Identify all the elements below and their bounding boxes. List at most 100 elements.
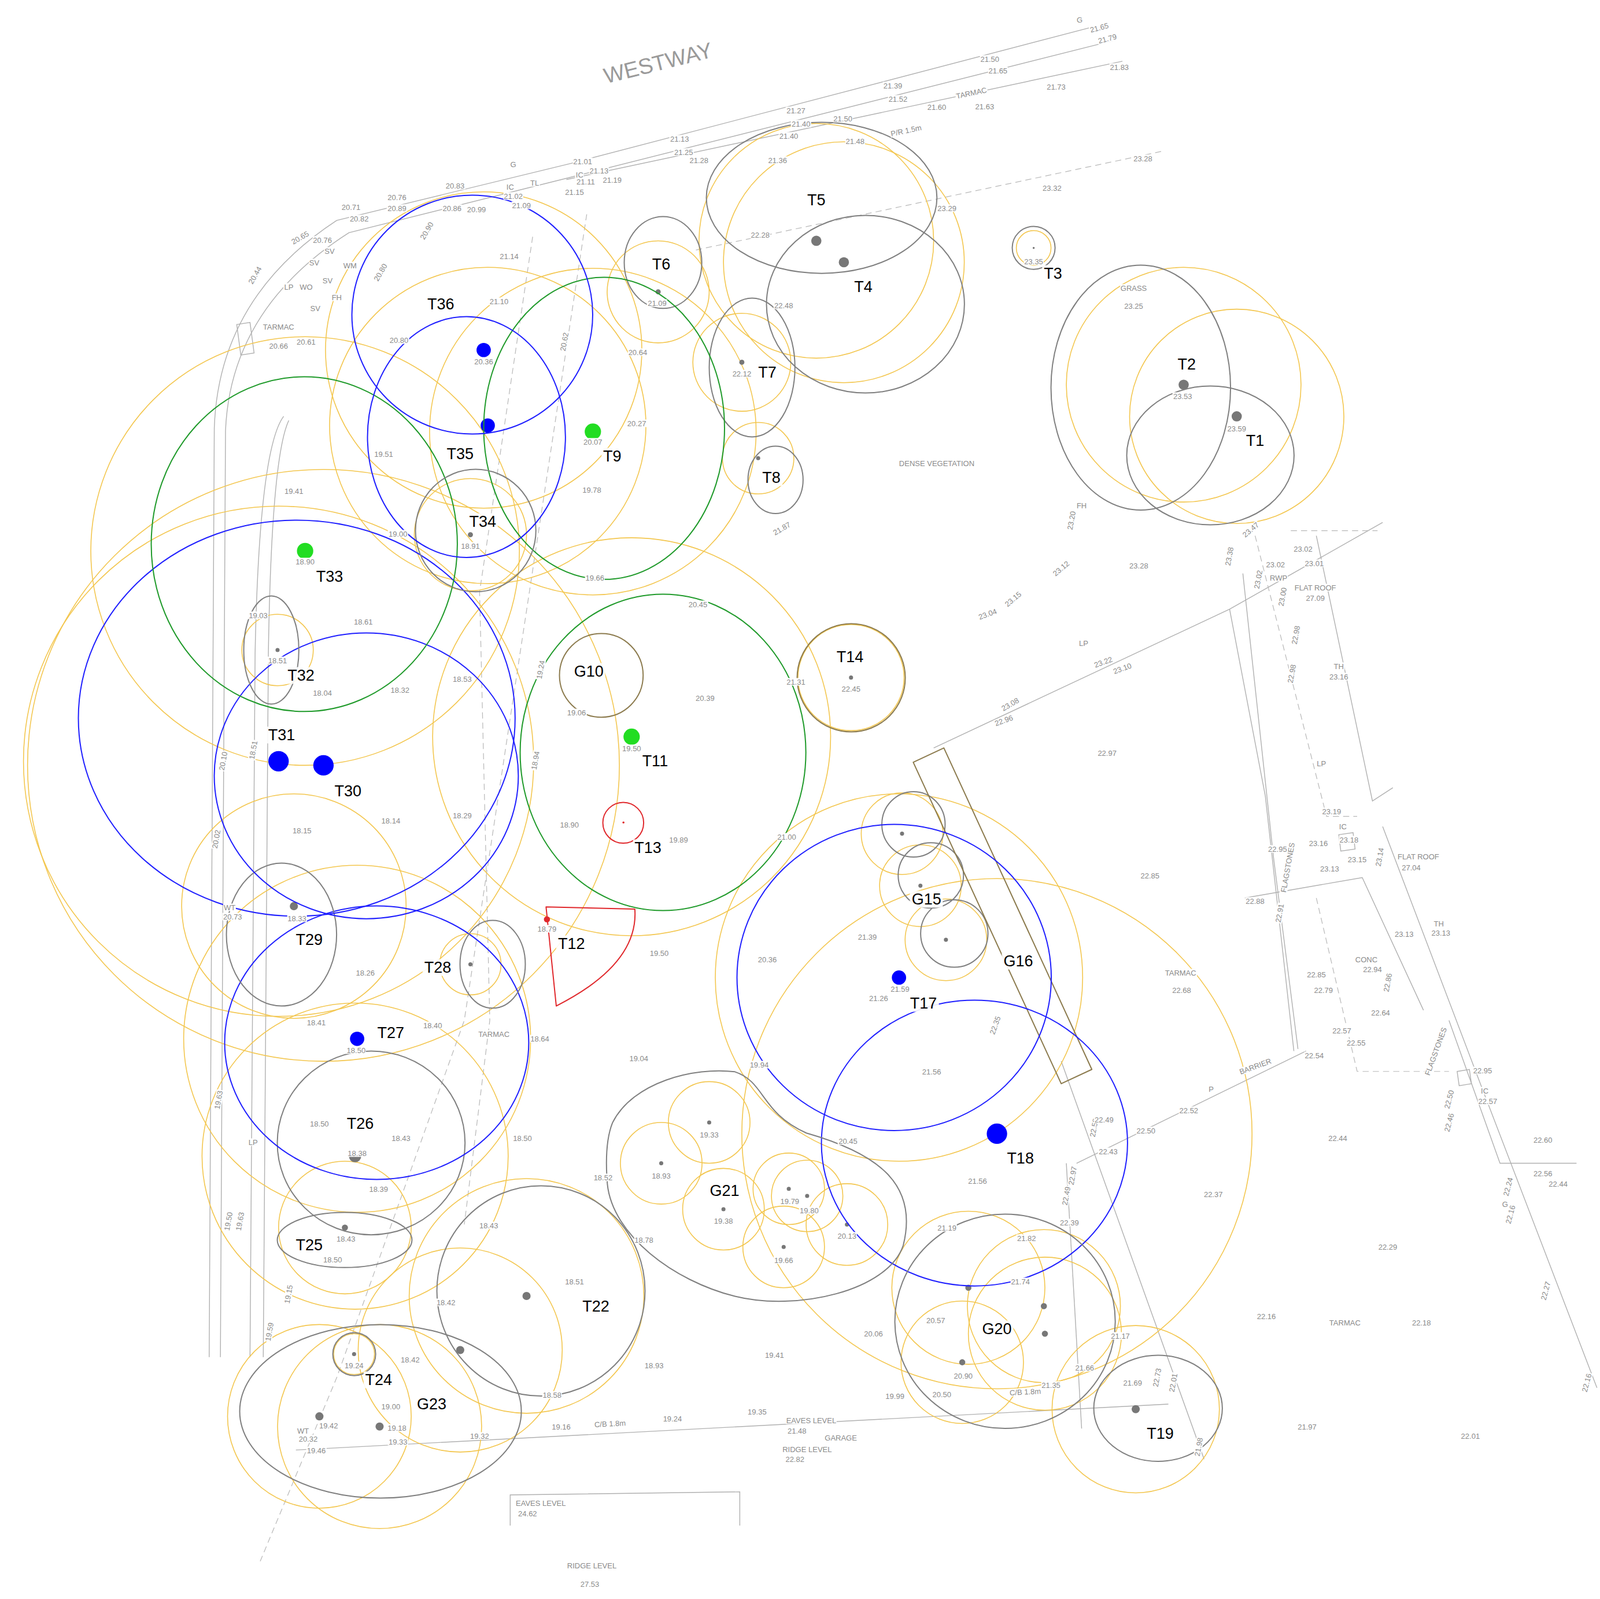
canopy-outline	[78, 520, 516, 917]
tree-label: T32	[285, 667, 317, 685]
spot-height: TH	[1333, 662, 1345, 671]
spot-height: 21.19	[602, 175, 623, 184]
spot-height: 19.41	[283, 486, 305, 495]
trunk-dot	[1131, 1405, 1140, 1414]
spot-height: 22.01	[1168, 1372, 1180, 1393]
tree-label: T35	[445, 445, 476, 463]
spot-height: 22.94	[1362, 965, 1383, 974]
spot-height: 18.42	[400, 1355, 421, 1363]
tree-label: T25	[293, 1236, 325, 1254]
spot-height: 20.50	[932, 1390, 953, 1398]
spot-height: 21.36	[767, 156, 788, 165]
spot-height: 23.35	[1023, 257, 1044, 265]
tree-canopy: T1	[1124, 383, 1296, 527]
spot-height: 20.39	[695, 694, 716, 702]
spot-height: 19.50	[223, 1210, 235, 1232]
spot-height: 22.64	[1370, 1008, 1391, 1016]
spot-height: P/R 1.5m	[889, 123, 923, 138]
spot-height: 20.57	[925, 1316, 947, 1325]
canopy-outline	[747, 445, 803, 513]
spot-height: 21.79	[1096, 32, 1118, 45]
spot-height: 23.16	[1308, 839, 1329, 847]
tree-label: T36	[425, 295, 457, 313]
spot-height: 20.32	[298, 1435, 319, 1443]
spot-height: 23.00	[1277, 586, 1289, 608]
trunk-dot	[739, 359, 745, 365]
spot-height: 22.24	[1501, 1176, 1514, 1198]
root-protection-circle	[409, 1178, 645, 1414]
spot-height: 18.33	[286, 914, 308, 923]
spot-height: 18.58	[541, 1391, 563, 1399]
spot-height: LP	[1316, 759, 1327, 767]
tree-label: T22	[580, 1297, 612, 1315]
spot-height: 21.26	[868, 994, 889, 1002]
tree-label: T19	[1144, 1425, 1176, 1443]
spot-height: 23.53	[1172, 392, 1193, 400]
spot-height: TARMAC	[1328, 1318, 1362, 1327]
spot-height: 18.79	[537, 924, 558, 933]
trunk-dot	[468, 962, 473, 967]
spot-height: 18.29	[452, 811, 473, 819]
spot-height: LP	[248, 1137, 259, 1146]
canopy-outline	[734, 822, 1054, 1133]
tree-label: G15	[910, 890, 944, 908]
canopy-outline	[226, 863, 338, 1007]
canopy-outline	[241, 593, 301, 707]
spot-height: 19.24	[344, 1361, 365, 1370]
spot-height: 27.09	[1305, 594, 1326, 602]
spot-height: 21.66	[1074, 1363, 1096, 1372]
tree-canopy: T7	[707, 296, 797, 439]
spot-height: 20.27	[626, 419, 648, 428]
spot-height: 18.43	[390, 1133, 412, 1142]
spot-height: 22.27	[1539, 1280, 1553, 1302]
root-protection-circle	[27, 469, 620, 1062]
tree-label: G16	[1002, 952, 1036, 970]
tree-label: G21	[707, 1182, 741, 1200]
spot-height: EAVES LEVEL	[785, 1416, 837, 1425]
spot-height: 18.39	[368, 1184, 389, 1193]
spot-height: 23.29	[936, 204, 957, 212]
spot-height: 22.85	[1140, 871, 1161, 880]
canopy-outline	[1051, 265, 1232, 511]
canopy-outline	[736, 824, 1052, 1131]
canopy-outline	[460, 920, 526, 1009]
spot-height: 23.04	[977, 607, 999, 622]
canopy-outline	[434, 1183, 648, 1399]
spot-height: 21.19	[936, 1223, 957, 1232]
spot-height: 22.60	[1532, 1136, 1554, 1144]
red-trunk-dot	[622, 821, 625, 824]
tree-label: T6	[650, 256, 673, 273]
tree-canopy: T24	[330, 1330, 378, 1378]
spot-height: WO	[298, 282, 313, 291]
spot-height: 21.14	[499, 252, 520, 260]
canopy-outline	[706, 122, 937, 274]
canopy-outline	[413, 467, 538, 594]
trunk-dot	[756, 456, 761, 461]
spot-height: 21.65	[988, 66, 1009, 75]
green-trunk-dot	[297, 542, 314, 560]
canopy-outline	[367, 316, 565, 557]
spot-height: 27.04	[1401, 863, 1422, 871]
spot-height: 20.76	[386, 193, 408, 201]
spot-height: 19.24	[662, 1414, 683, 1422]
root-protection-circle	[806, 1183, 888, 1266]
canopy-outline	[1094, 1354, 1223, 1462]
blue-trunk-dot	[986, 1123, 1007, 1144]
canopy-outline	[600, 1064, 917, 1306]
spot-height: 21.56	[921, 1067, 942, 1075]
spot-height: 20.66	[268, 342, 289, 350]
canopy-outline	[1048, 263, 1233, 513]
tree-label: G20	[980, 1320, 1014, 1337]
spot-height: 22.57	[1477, 1097, 1499, 1106]
spot-height: IC	[505, 182, 515, 191]
spot-height: IC	[1480, 1087, 1489, 1095]
root-protection-circle	[699, 123, 934, 359]
canopy-outline	[349, 193, 596, 436]
blue-trunk-dot	[476, 342, 491, 358]
spot-height: 23.19	[1321, 807, 1343, 815]
spot-height: TH	[1433, 919, 1445, 928]
canopy-outline	[244, 596, 299, 705]
spot-height: 21.40	[791, 119, 812, 128]
spot-height: 22.48	[773, 301, 794, 309]
spot-height: 23.22	[1092, 655, 1114, 670]
